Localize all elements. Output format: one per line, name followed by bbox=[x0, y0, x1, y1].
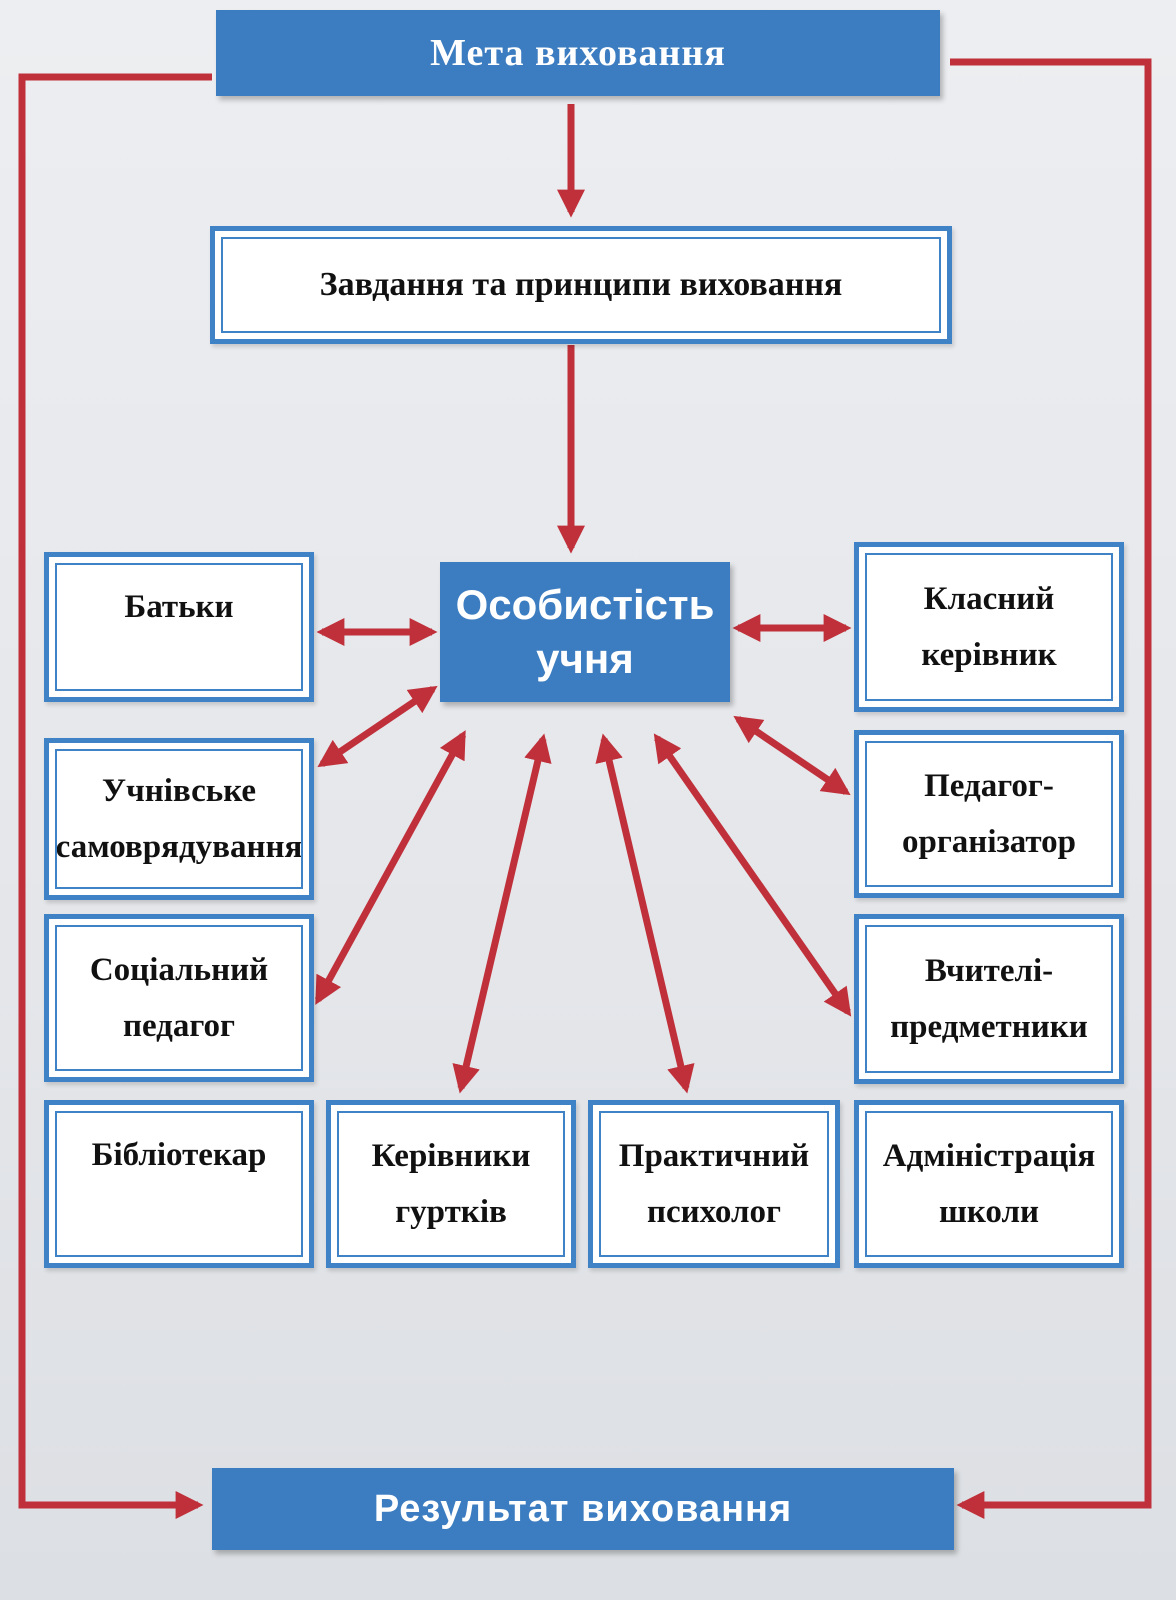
arrow-center-social-pedagogue bbox=[314, 730, 467, 1005]
tasks-box: Завдання та принципи виховання bbox=[210, 226, 952, 344]
goal-box: Мета виховання bbox=[216, 10, 940, 96]
node-self-government: Учнівське самоврядування bbox=[44, 738, 314, 900]
node-club-leaders: Керівники гуртків bbox=[326, 1100, 576, 1268]
loop-left bbox=[18, 73, 212, 1519]
arrow-center-self-government bbox=[317, 685, 438, 768]
node-parents: Батьки bbox=[44, 552, 314, 702]
node-club-leaders-label: Керівники гуртків bbox=[371, 1138, 531, 1230]
node-parents-label: Батьки bbox=[124, 589, 234, 625]
node-administration: Адміністрація школи bbox=[854, 1100, 1124, 1268]
node-subject-teachers-label: Вчителі- предметники bbox=[890, 953, 1088, 1045]
node-self-government-label: Учнівське самоврядування bbox=[55, 773, 303, 865]
goal-label: Мета виховання bbox=[430, 32, 726, 74]
node-social-pedagogue-label: Соціальний педагог bbox=[89, 952, 269, 1044]
center-box: Особистість учня bbox=[440, 562, 730, 702]
arrow-center-subject-teachers bbox=[653, 733, 852, 1017]
loop-right bbox=[950, 58, 1152, 1519]
arrow-center-organizer bbox=[733, 715, 851, 796]
node-social-pedagogue: Соціальний педагог bbox=[44, 914, 314, 1082]
node-class-teacher-label: Класний керівник bbox=[921, 581, 1057, 673]
node-organizer: Педагог- організатор bbox=[854, 730, 1124, 898]
arrow-center-psychologist bbox=[595, 733, 695, 1094]
center-label: Особистість учня bbox=[455, 581, 715, 682]
tasks-label: Завдання та принципи виховання bbox=[319, 266, 843, 303]
node-subject-teachers: Вчителі- предметники bbox=[854, 914, 1124, 1084]
node-psychologist: Практичний психолог bbox=[588, 1100, 840, 1268]
result-label: Результат виховання bbox=[373, 1487, 793, 1530]
node-librarian: Бібліотекар bbox=[44, 1100, 314, 1268]
arrow-center-club-leaders bbox=[452, 733, 552, 1094]
node-administration-label: Адміністрація школи bbox=[882, 1138, 1096, 1230]
node-class-teacher: Класний керівник bbox=[854, 542, 1124, 712]
node-librarian-label: Бібліотекар bbox=[91, 1137, 267, 1173]
node-organizer-label: Педагог- організатор bbox=[901, 768, 1077, 860]
node-psychologist-label: Практичний психолог bbox=[618, 1138, 810, 1230]
result-box: Результат виховання bbox=[212, 1468, 954, 1550]
